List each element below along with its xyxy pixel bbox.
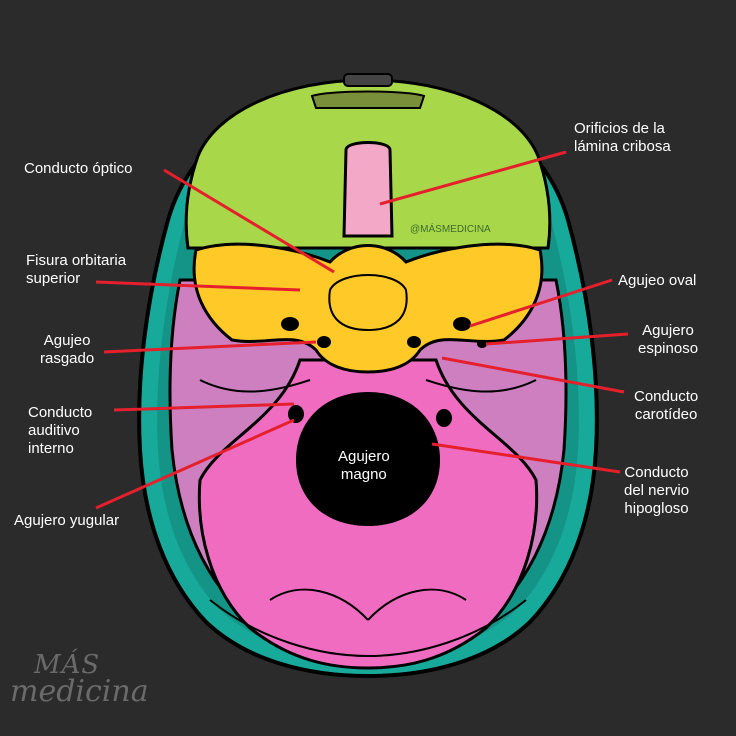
watermark: @MÁSMEDICINA — [410, 224, 491, 235]
label-agujero-yugular: Agujero yugular — [14, 512, 120, 529]
label-fisura-orbitaria: Fisura orbitaria superior — [26, 252, 127, 287]
leader-lines — [95, 150, 629, 510]
label-agujeo-oval: Agujeo oval — [618, 272, 697, 289]
mas-medicina-logo: MÁS medicina — [10, 650, 149, 709]
label-orificios-lamina: Orificios de la lámina cribosa — [574, 120, 671, 155]
cribriform-plate — [342, 141, 394, 238]
label-conducto-carotideo: Conducto carotídeo — [634, 388, 699, 423]
label-conducto-hipogloso: Conducto del nervio hipogloso — [624, 464, 690, 517]
sphenoid-bone — [192, 242, 544, 374]
label-conducto-auditivo: Conducto auditivo interno — [28, 404, 93, 457]
label-agujero-espinoso: Agujero espinoso — [638, 322, 699, 357]
label-agujeo-rasgado: Agujeo rasgado — [40, 332, 95, 367]
label-conducto-optico: Conducto óptico — [24, 160, 133, 177]
label-agujero-magno: Agujero magno — [338, 448, 390, 483]
foramen-magnum — [296, 392, 440, 526]
